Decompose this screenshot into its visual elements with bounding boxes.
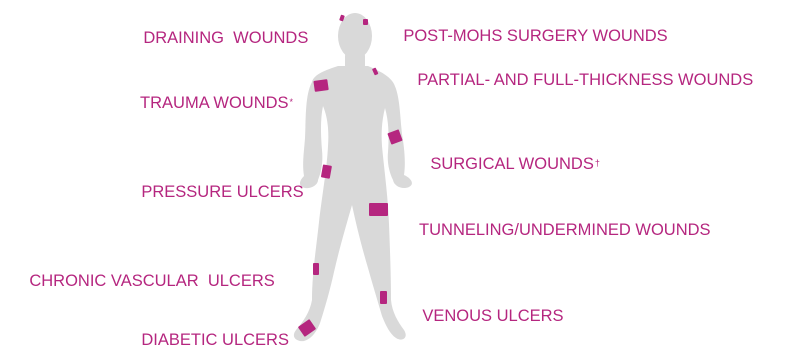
label-pressure-ulcers: PRESSURE ULCERS [123,165,304,219]
marker-tunneling [369,203,388,216]
label-post-mohs-text: POST-MOHS SURGERY WOUNDS [403,27,667,45]
label-surgical-wounds-text: SURGICAL WOUNDS [430,155,594,173]
marker-venous-ulcers [380,291,387,304]
label-trauma-wounds: TRAUMA WOUNDS* [122,76,293,130]
label-tunneling: TUNNELING/UNDERMINED WOUNDS [401,203,711,257]
marker-post-mohs [363,19,368,25]
silhouette-body [294,66,412,341]
label-surgical-footnote-mark: † [595,158,600,168]
label-trauma-footnote-mark: * [290,97,294,107]
label-venous-ulcers-text: VENOUS ULCERS [422,307,563,325]
label-partial-full-thickness: PARTIAL- AND FULL-THICKNESS WOUNDS [399,53,753,107]
label-venous-ulcers: VENOUS ULCERS [404,289,564,343]
label-draining-wounds: DRAINING WOUNDS [125,11,308,65]
marker-chronic-vascular [313,263,319,275]
label-diabetic-ulcers: DIABETIC ULCERS [123,313,289,351]
label-draining-wounds-text: DRAINING WOUNDS [143,29,308,47]
label-diabetic-ulcers-text: DIABETIC ULCERS [141,331,289,349]
label-tunneling-text: TUNNELING/UNDERMINED WOUNDS [419,221,711,239]
marker-trauma-wounds [313,79,328,92]
label-surgical-wounds: SURGICAL WOUNDS† [412,137,600,191]
label-pressure-ulcers-text: PRESSURE ULCERS [141,183,303,201]
label-chronic-vascular-text: CHRONIC VASCULAR ULCERS [29,272,274,290]
label-trauma-wounds-text: TRAUMA WOUNDS [140,94,289,112]
label-partial-full-thickness-text: PARTIAL- AND FULL-THICKNESS WOUNDS [417,71,753,89]
label-chronic-vascular: CHRONIC VASCULAR ULCERS [11,254,275,308]
